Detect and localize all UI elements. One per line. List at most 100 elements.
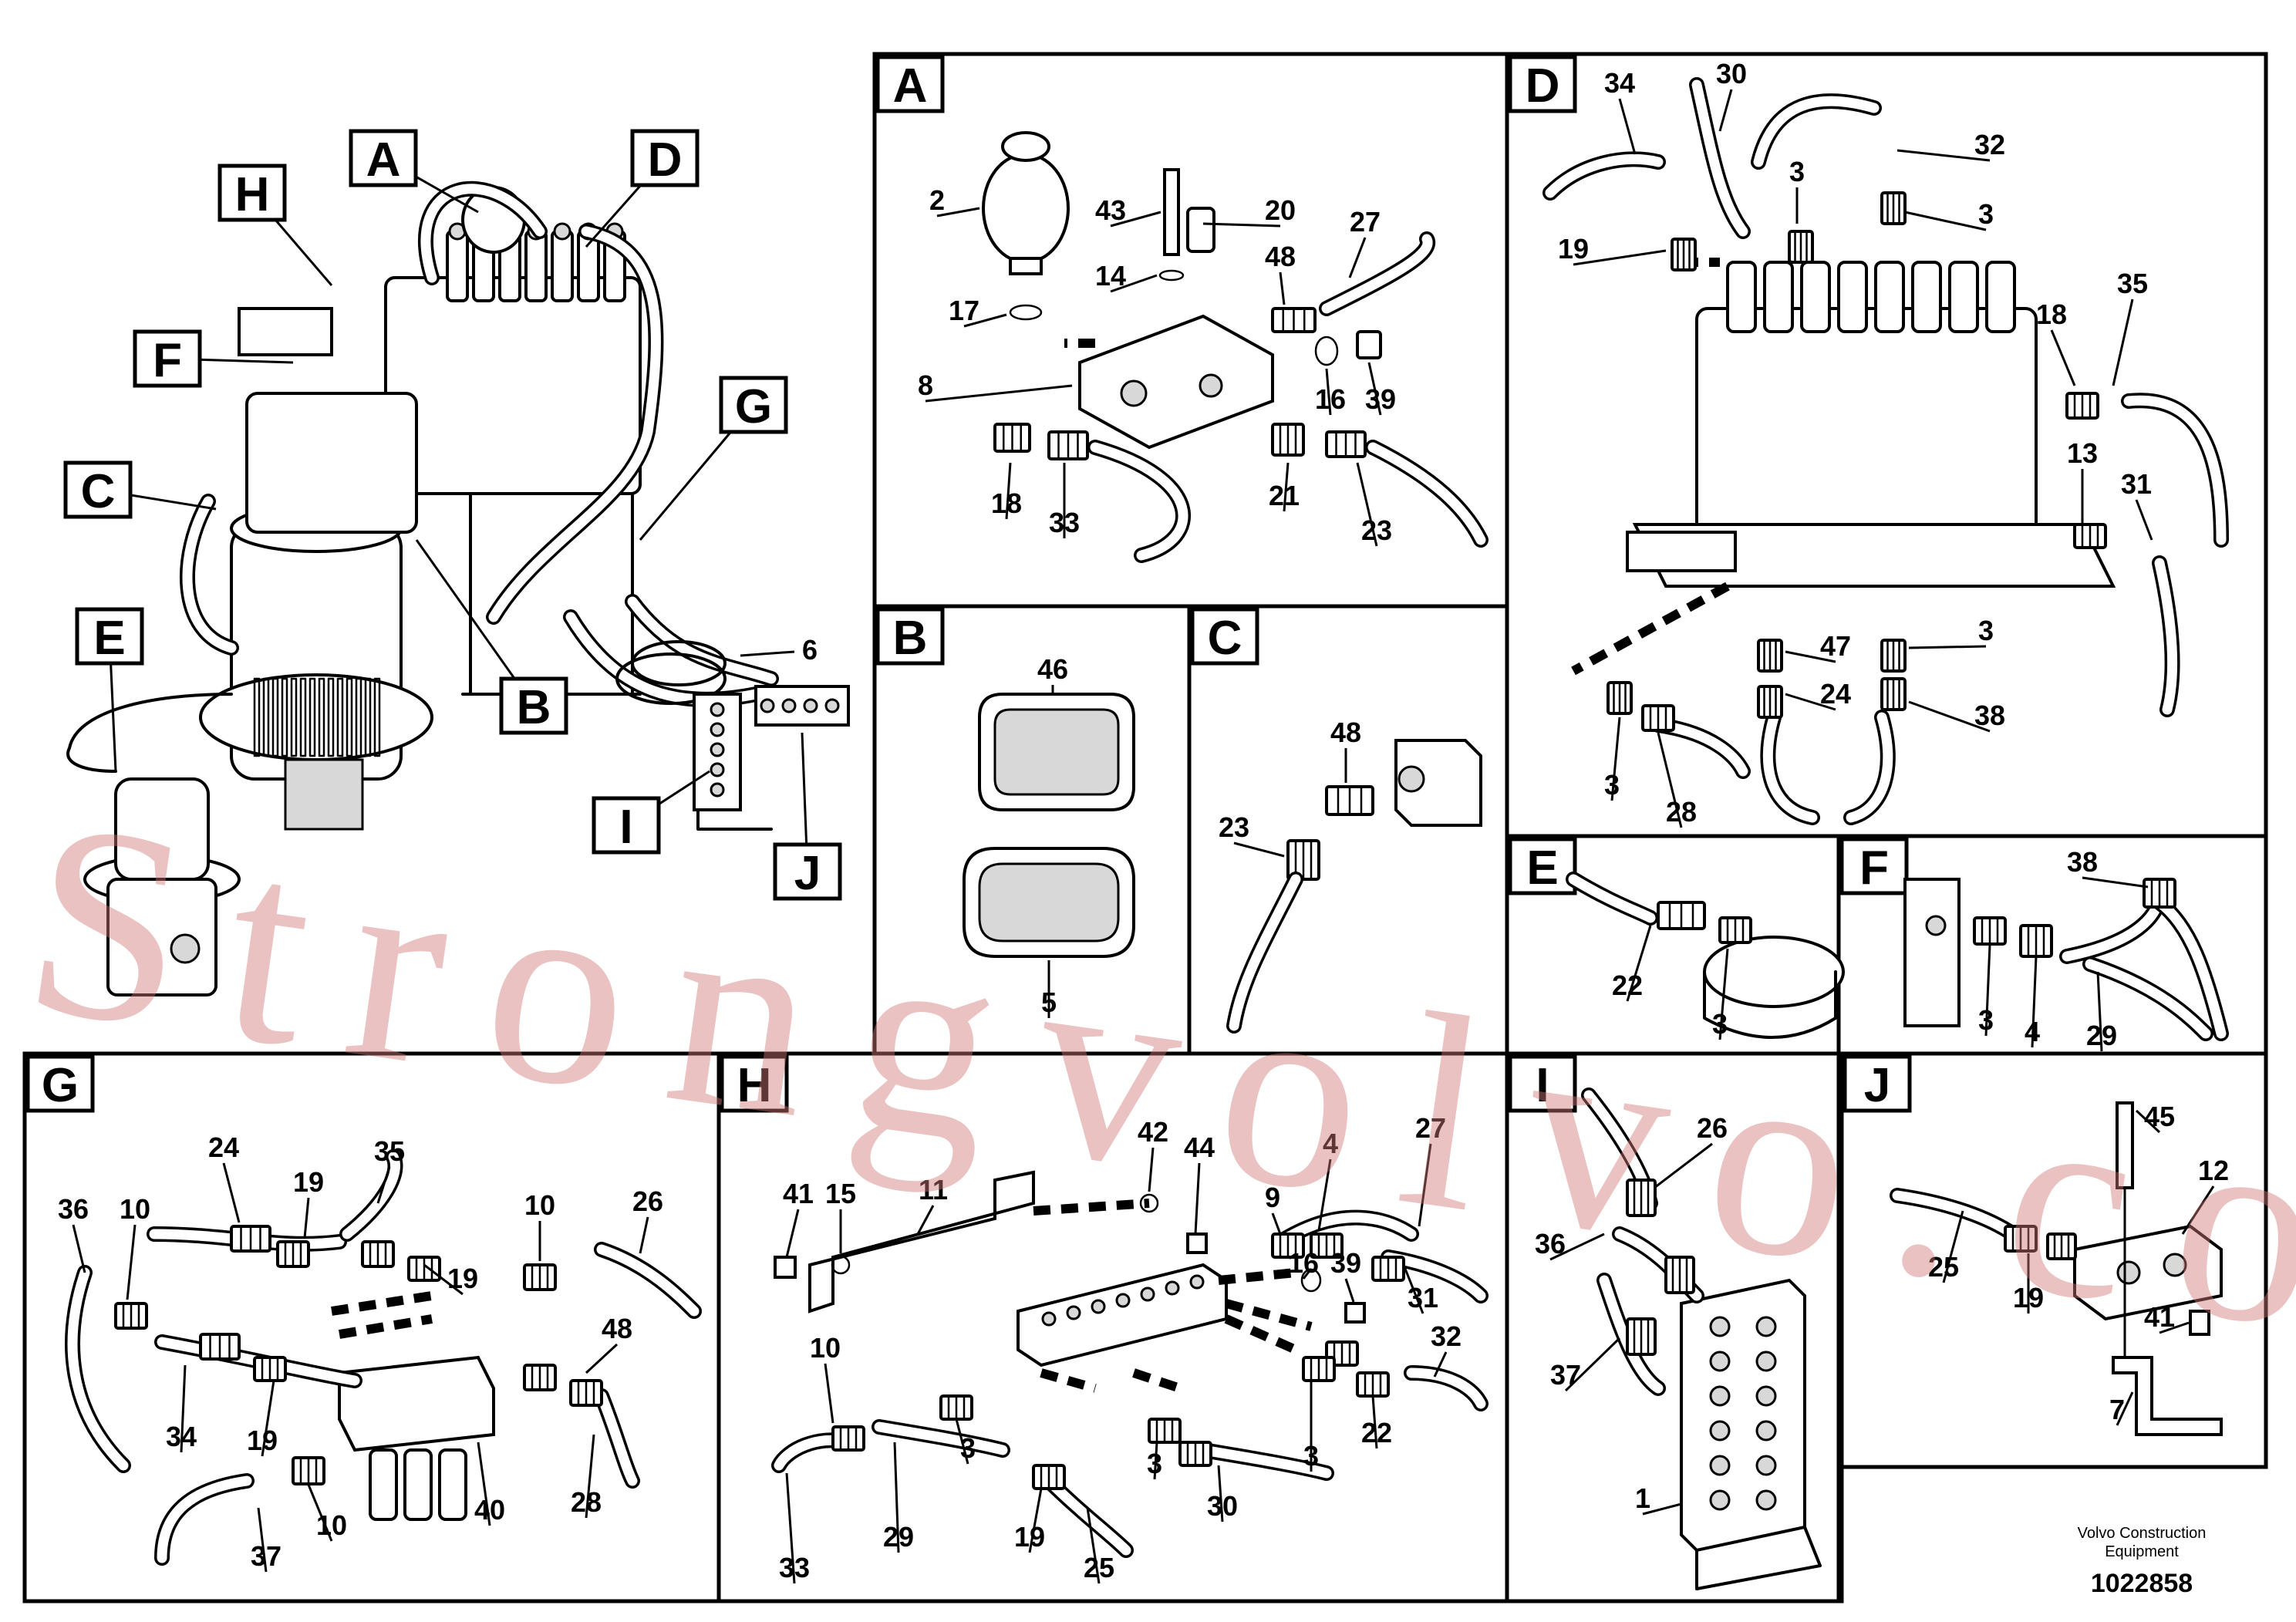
part-callout-4: 4	[1323, 1128, 1338, 1159]
leader-line	[2112, 298, 2134, 386]
panel-tag-G-letter: G	[42, 1059, 79, 1112]
part-callout-48: 48	[1265, 241, 1296, 272]
leader-line	[1433, 1351, 1448, 1378]
leader-line	[1610, 717, 1621, 801]
part-callout-3: 3	[1978, 198, 1994, 230]
manifold-port	[710, 722, 725, 737]
washer	[1139, 1193, 1159, 1213]
leader-line	[925, 384, 1073, 403]
manifold-port	[1709, 1316, 1731, 1337]
panel-tag-B-letter: B	[893, 612, 928, 665]
part-callout-3: 3	[1604, 769, 1620, 801]
hose-loop	[631, 640, 727, 686]
gear-tooth	[355, 677, 362, 757]
manifold-port	[710, 742, 725, 757]
leader-line	[1110, 274, 1158, 293]
part-callout-39: 39	[1330, 1247, 1361, 1279]
hose-core	[596, 1391, 638, 1486]
gear-tooth	[253, 677, 261, 757]
leader-line	[1194, 1162, 1201, 1235]
hose-core	[1229, 874, 1301, 1031]
leader-line	[740, 650, 795, 657]
panel-tag-G-box	[25, 1054, 95, 1113]
leader-line	[376, 1166, 391, 1204]
part-callout-19: 19	[1558, 233, 1589, 265]
leader-line	[963, 313, 1007, 328]
leader-line	[1217, 1465, 1224, 1523]
part-callout-20: 20	[1265, 194, 1296, 226]
hose-core	[1691, 79, 1748, 237]
gear-tooth	[346, 677, 353, 757]
leader-line	[1618, 98, 1637, 155]
part-callout-3: 3	[1712, 1008, 1728, 1040]
leader-line	[2159, 1321, 2190, 1334]
panel-frame	[1839, 1051, 2268, 1469]
manifold-port	[1755, 1455, 1777, 1476]
leader-line	[1904, 211, 1987, 231]
hose-core	[1753, 96, 1880, 167]
leader-line	[1785, 650, 1836, 663]
hose-core	[1321, 234, 1433, 314]
manifold-port	[1091, 1299, 1106, 1314]
leader-line	[126, 1224, 137, 1300]
panel-tag-B-box	[875, 607, 945, 666]
accumulator-neck	[1009, 257, 1043, 275]
leader-line	[2116, 1391, 2134, 1426]
part-callout-23: 23	[1361, 514, 1392, 546]
part-callout-22: 22	[1612, 969, 1643, 1001]
control-valve-body	[384, 276, 642, 495]
manifold-port	[1041, 1311, 1057, 1327]
manifold-port	[1709, 1385, 1731, 1407]
overview-tag-J-letter: J	[794, 847, 821, 900]
hose-core	[1090, 442, 1188, 561]
hose-core	[1198, 1445, 1332, 1479]
part-callout-36: 36	[58, 1193, 89, 1225]
panel-tag-H-box	[720, 1054, 789, 1113]
part-callout-19: 19	[293, 1166, 324, 1198]
manifold-port	[781, 698, 797, 713]
leader-line	[1279, 271, 1286, 305]
leader-line	[307, 1484, 333, 1542]
part-callout-6: 6	[802, 634, 818, 666]
washer	[831, 1255, 851, 1275]
part-callout-46: 46	[1037, 653, 1068, 685]
overview-tag-B-letter: B	[517, 681, 551, 734]
leader-line	[1325, 368, 1332, 416]
part-callout-43: 43	[1095, 194, 1126, 226]
swivel-base	[106, 878, 217, 996]
hose-core	[2085, 959, 2211, 1039]
accumulator-cap	[1001, 131, 1050, 162]
plug	[1344, 1302, 1366, 1324]
leader-line	[1908, 700, 1991, 733]
manifold-port	[1189, 1274, 1205, 1290]
leader-line	[423, 1263, 464, 1296]
hose-core	[1545, 153, 1664, 198]
panel-tag-A-letter: A	[893, 59, 928, 113]
leader-line	[2031, 956, 2038, 1048]
leader-line	[1283, 462, 1290, 512]
dashed-connection	[1033, 1199, 1313, 1393]
dashed-connection	[331, 1291, 433, 1339]
part-callout-14: 14	[1095, 260, 1126, 292]
part-callout-3: 3	[1789, 156, 1805, 187]
part-callout-41: 41	[2144, 1301, 2175, 1333]
overview-tag-E-letter: E	[93, 612, 125, 665]
leader-line	[1657, 732, 1683, 828]
drawing-number: 1022858	[2090, 1569, 2193, 1598]
leader-line	[72, 1224, 86, 1273]
part-callout-28: 28	[1666, 796, 1697, 828]
leader-line	[1148, 1147, 1155, 1192]
manifold-port	[1755, 1489, 1777, 1511]
panel-tag-C-box	[1190, 607, 1259, 666]
leader-line	[1317, 1158, 1332, 1231]
part-callout-48: 48	[1330, 717, 1361, 748]
panel-tag-C-letter: C	[1208, 612, 1242, 665]
part-callout-9: 9	[1265, 1182, 1280, 1213]
hose-core	[1762, 712, 1818, 823]
manifold-port	[1755, 1316, 1777, 1337]
panel-tag-I-box	[1508, 1054, 1577, 1113]
leader-line	[2050, 329, 2076, 386]
panel-tag-D-letter: D	[1526, 59, 1560, 113]
